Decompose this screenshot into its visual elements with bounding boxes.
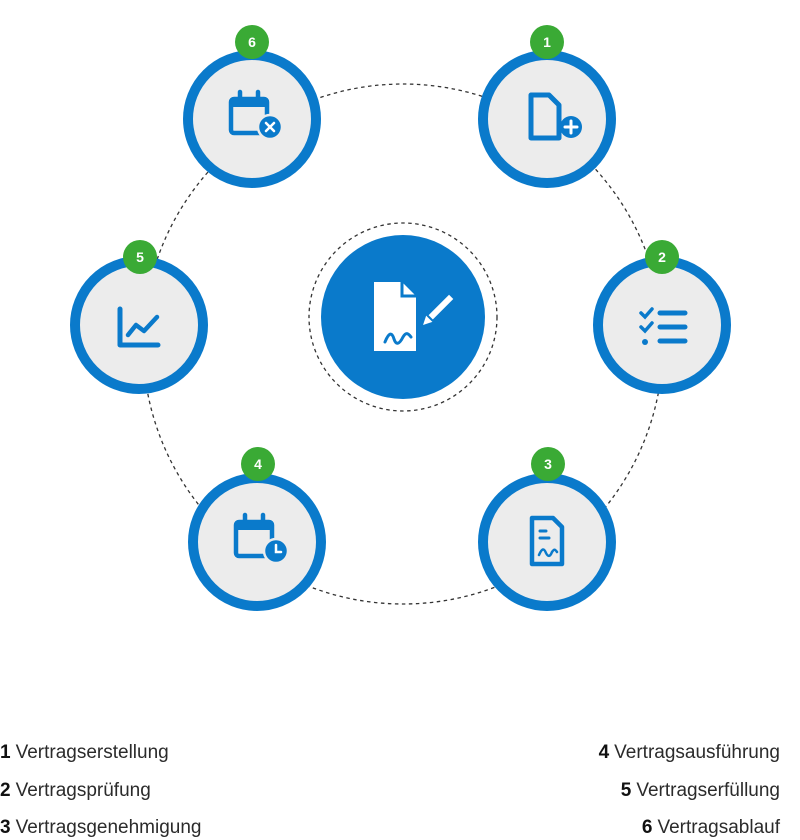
file-add-icon (528, 92, 582, 141)
legend-number: 2 (0, 780, 11, 801)
calendar-cancel-icon (228, 89, 284, 141)
step-number: 3 (544, 456, 552, 472)
step-number: 6 (248, 34, 256, 50)
step-badge (530, 25, 564, 59)
node-circle (183, 50, 321, 188)
step-node-1: 1 (478, 25, 616, 188)
legend-number: 5 (620, 780, 632, 801)
step-number: 4 (254, 456, 262, 472)
checklist-icon (639, 307, 688, 345)
step-number: 5 (136, 249, 144, 265)
step-node-6: 6 (183, 25, 321, 188)
contract-signature-icon (374, 282, 459, 351)
legend-label: Vertragsgenehmigung (15, 817, 202, 838)
legend-number: 4 (598, 742, 610, 763)
node-circle (188, 473, 326, 611)
step-node-2: 2 (593, 240, 731, 394)
legend-label: Vertragserstellung (15, 742, 169, 763)
legend-label: Vertragserfüllung (636, 780, 780, 801)
legend-number: 3 (0, 817, 11, 838)
step-badge (123, 240, 157, 274)
step-node-3: 3 (478, 447, 616, 611)
center-hub (308, 222, 498, 412)
legend-label: Vertragsprüfung (15, 780, 151, 801)
node-circle (478, 473, 616, 611)
line-chart-icon (117, 306, 161, 348)
step-badge (531, 447, 565, 481)
step-number: 2 (658, 249, 666, 265)
signed-document-icon (529, 515, 565, 567)
step-node-4: 4 (188, 447, 326, 611)
legend-number: 1 (0, 742, 11, 763)
step-node-5: 5 (70, 240, 208, 394)
legend-label: Vertragsausführung (614, 742, 780, 763)
calendar-clock-icon (233, 512, 290, 565)
step-badge (235, 25, 269, 59)
node-circle (478, 50, 616, 188)
contract-lifecycle-diagram: 1 2 3 4 (70, 25, 731, 611)
legend-label: Vertragsablauf (657, 817, 780, 838)
step-badge (241, 447, 275, 481)
step-badge (645, 240, 679, 274)
step-number: 1 (543, 34, 551, 50)
legend-number: 6 (641, 817, 653, 838)
